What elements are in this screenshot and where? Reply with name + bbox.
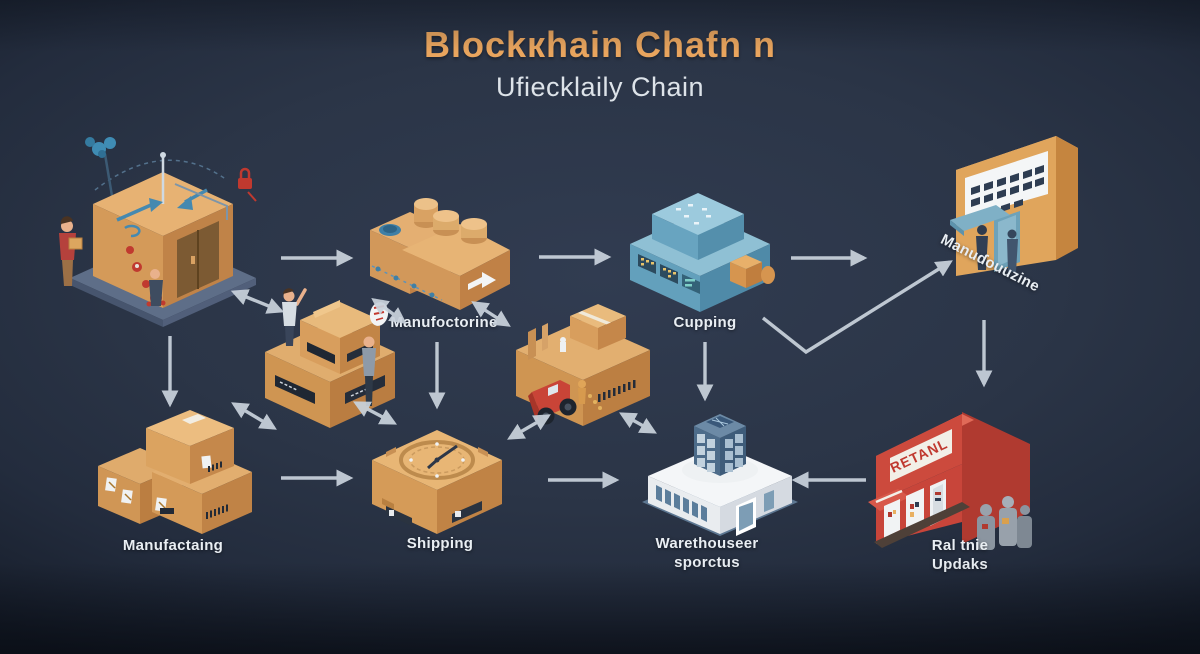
worker-person-icon	[59, 216, 83, 286]
label-retail: Ral tnie Updaks	[931, 537, 989, 573]
warehouse-windows	[656, 485, 707, 522]
node-manufacturing-boxes	[362, 178, 512, 313]
parcel-pile-icon	[98, 410, 252, 534]
node-storefront-building	[938, 120, 1093, 285]
store-awning-icon	[868, 489, 910, 511]
drone-icon	[85, 137, 116, 158]
node-warehouse	[632, 396, 807, 546]
lock-icon	[238, 167, 257, 202]
crate-door	[177, 221, 219, 298]
factory-boxes-icon	[370, 198, 510, 310]
clock-face-icon	[399, 440, 475, 480]
label-warehouse: Warethouseer sporctus	[655, 535, 759, 571]
node-secured-crate	[55, 128, 270, 328]
waving-worker-icon	[282, 288, 307, 346]
barcode-icon	[598, 380, 636, 402]
loader-person-icon	[578, 380, 586, 404]
pile-barcode-icon	[160, 461, 228, 519]
blockchain-tower-icon	[694, 414, 746, 476]
shopper-person-icon	[976, 225, 988, 270]
label-manufacturing: Manufoctorine	[390, 314, 498, 331]
arrow-elbow-to-storefront	[761, 260, 953, 355]
customer-figures-icon	[977, 496, 1032, 550]
awning-icon	[950, 205, 1010, 231]
node-stacked-boxes	[255, 280, 405, 435]
blue-factory-icon	[630, 193, 775, 312]
checking-worker-icon	[362, 336, 376, 406]
page-title: Blockкhain Chaƭn n	[423, 24, 777, 65]
label-shipping: Shipping	[406, 535, 474, 552]
node-parcel-pile	[90, 408, 270, 543]
node-truck-parcel	[498, 298, 663, 433]
retail-store-icon: RETANL	[868, 412, 1032, 550]
shipping-crate-icon	[372, 430, 502, 534]
label-cupping: Cupping	[673, 314, 737, 331]
clerk-person-icon	[1007, 229, 1018, 272]
node-shipping-crate	[360, 402, 515, 542]
secured-crate-icon	[59, 137, 257, 327]
factory-windows	[638, 254, 700, 294]
delivery-truck-icon	[528, 380, 577, 425]
retail-sign	[890, 429, 952, 482]
page-subtitle: Ufiecklaily Chain	[495, 72, 705, 102]
node-processing-factory	[618, 182, 783, 317]
forward-arrow-icon	[468, 272, 496, 290]
warehouse-icon	[642, 414, 798, 536]
inspector-person-icon	[149, 269, 163, 306]
workers-stacked-boxes-icon	[265, 288, 395, 428]
truck-parcel-icon	[516, 304, 650, 426]
storefront-building-icon	[950, 136, 1078, 276]
label-manufactaing: Manufactaing	[122, 537, 224, 554]
node-retail-store: RETANL	[862, 390, 1047, 555]
scan-arrows-icon	[116, 183, 228, 238]
